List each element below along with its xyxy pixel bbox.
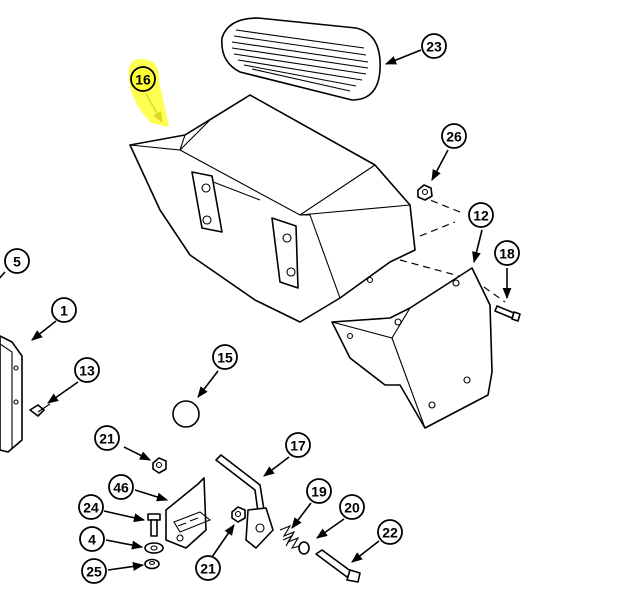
callout-number: 4 <box>88 532 96 548</box>
mounting-bracket-part <box>165 477 212 549</box>
callout-circle <box>94 425 120 451</box>
ball-part <box>172 400 200 428</box>
callout-17: 17 <box>285 432 311 458</box>
callout-number: 17 <box>290 438 306 454</box>
callout-circle <box>81 558 107 584</box>
callout-circle <box>285 432 311 458</box>
callout-circle <box>4 248 30 274</box>
callout-circle <box>130 66 156 92</box>
callout-circle <box>212 344 238 370</box>
callout-labels: 23 16 26 12 18 5 1 13 15 21 17 46 19 20 24 22 4 21 25 <box>4 33 520 584</box>
callout-circle <box>79 526 105 552</box>
callout-number: 20 <box>344 500 360 516</box>
bolt-part <box>494 305 521 322</box>
callout-46: 46 <box>108 474 134 500</box>
callout-number: 18 <box>499 246 515 262</box>
screw-part <box>29 403 51 417</box>
callout-number: 22 <box>382 525 398 541</box>
nut-part-lower <box>231 506 246 523</box>
callout-number: 46 <box>113 480 129 496</box>
callout-circle <box>108 474 134 500</box>
callout-circle <box>441 123 467 149</box>
pedal-rod-part <box>215 454 274 549</box>
callout-19: 19 <box>306 478 332 504</box>
callout-number: 16 <box>135 72 151 88</box>
pedal-pad-part <box>221 17 381 101</box>
side-panel-part <box>0 335 23 453</box>
callout-number: 21 <box>200 561 216 577</box>
callout-circle <box>51 297 77 323</box>
spring-part <box>279 524 301 549</box>
callout-20: 20 <box>339 494 365 520</box>
callout-23: 23 <box>421 33 447 59</box>
callout-22: 22 <box>377 519 403 545</box>
callout-number: 23 <box>426 39 442 55</box>
callout-number: 26 <box>446 129 462 145</box>
nut-part-upper <box>152 457 167 474</box>
callout-21: 21 <box>195 555 221 581</box>
spacer-part <box>298 541 310 555</box>
callout-13: 13 <box>74 357 100 383</box>
callout-1: 1 <box>51 297 77 323</box>
callout-4: 4 <box>79 526 105 552</box>
callout-number: 13 <box>79 363 95 379</box>
callout-circle <box>339 494 365 520</box>
callout-number: 24 <box>83 500 99 516</box>
callout-26: 26 <box>441 123 467 149</box>
callout-circle <box>421 33 447 59</box>
long-bolt-part <box>315 549 361 583</box>
callout-circle <box>468 202 494 228</box>
callout-circle <box>494 240 520 266</box>
callout-number: 12 <box>473 208 489 224</box>
callout-18: 18 <box>494 240 520 266</box>
callout-number: 1 <box>60 303 68 319</box>
callout-circle <box>195 555 221 581</box>
callout-circle <box>74 357 100 383</box>
callout-16: 16 <box>128 58 169 127</box>
callout-number: 5 <box>13 254 21 270</box>
callout-circle <box>306 478 332 504</box>
callout-24: 24 <box>78 494 104 520</box>
pedal-housing-part <box>129 94 416 323</box>
callout-circle <box>78 494 104 520</box>
lock-nut-part <box>144 558 160 570</box>
callout-circle <box>377 519 403 545</box>
callout-number: 15 <box>217 350 233 366</box>
bolt-part-small <box>147 513 161 537</box>
cover-plate-part <box>331 267 493 429</box>
callout-12: 12 <box>468 202 494 228</box>
washer-part <box>144 542 164 554</box>
callout-15: 15 <box>212 344 238 370</box>
callout-25: 25 <box>81 558 107 584</box>
callout-5: 5 <box>4 248 30 274</box>
callout-number: 25 <box>86 564 102 580</box>
nut-part <box>417 184 433 201</box>
callout-21: 21 <box>94 425 120 451</box>
callout-number: 21 <box>99 431 115 447</box>
callout-number: 19 <box>311 484 327 500</box>
